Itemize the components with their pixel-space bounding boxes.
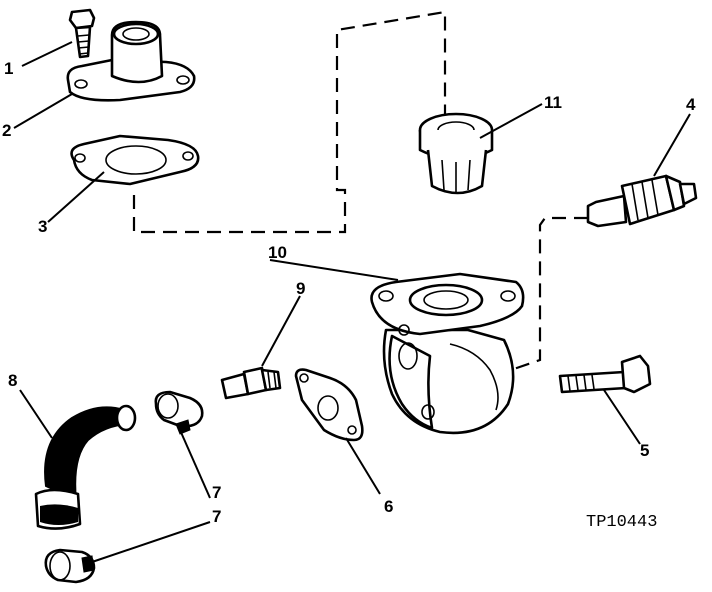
- callout-7-upper: 7: [212, 483, 221, 502]
- assembly-path-upper: [132, 10, 447, 234]
- callout-3: 3: [38, 217, 47, 236]
- callout-2: 2: [2, 121, 11, 140]
- callout-9: 9: [296, 279, 305, 298]
- callout-5: 5: [640, 441, 649, 460]
- callout-6: 6: [384, 497, 393, 516]
- callout-10: 10: [268, 243, 287, 262]
- temperature-sender-part-4: [586, 174, 698, 228]
- callout-1: 1: [4, 59, 13, 78]
- thermostat-housing-part-10: [370, 272, 525, 435]
- callout-11: 11: [544, 93, 562, 112]
- thermostat-part-11: [418, 112, 494, 195]
- callout-4: 4: [686, 95, 696, 114]
- hose-part-8: [34, 404, 137, 530]
- callout-8: 8: [8, 371, 17, 390]
- bolt-part-1: [68, 8, 96, 59]
- fitting-part-9: [220, 366, 282, 400]
- gasket-part-6: [294, 368, 364, 442]
- bolt-part-5: [558, 354, 652, 394]
- callout-7-lower: 7: [212, 507, 221, 526]
- hose-clamp-part-7-upper: [154, 390, 204, 435]
- assembly-path-lower: [504, 216, 588, 374]
- gasket-part-3: [70, 134, 200, 186]
- figure-code: TP10443: [586, 513, 657, 532]
- leader-lines: [13, 41, 691, 563]
- hose-clamp-part-7-lower: [44, 548, 96, 584]
- thermostat-cover-part-2: [66, 20, 196, 102]
